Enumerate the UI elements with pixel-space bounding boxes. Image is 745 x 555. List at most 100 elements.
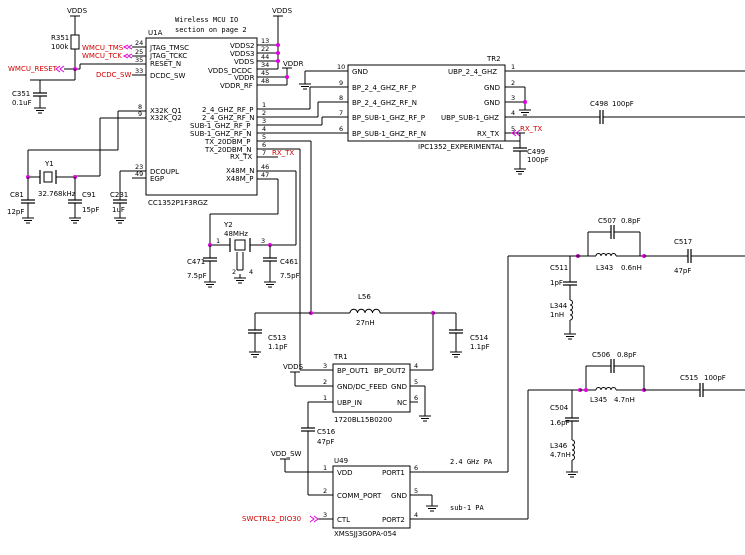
- vddr-label: VDDR: [283, 60, 304, 68]
- mcu-pin-name: EGP: [150, 175, 164, 183]
- vddr-rail: VDDR: [278, 60, 304, 86]
- mcu-pin-name: VDDR: [234, 74, 255, 82]
- label-sub1-pa: sub-1 PA: [450, 504, 485, 512]
- y2-value: 48MHz: [224, 230, 248, 238]
- tr2-pin-num: 6: [339, 125, 343, 133]
- c515-ref: C515: [680, 374, 698, 382]
- tr1-pin-name: NC: [397, 399, 407, 407]
- c517-value: 47pF: [674, 267, 691, 275]
- c81-value: 12pF: [7, 208, 24, 216]
- mcu-note-line1: Wireless MCU IO: [175, 16, 238, 24]
- mcu-pin-name: SUB-1_GHZ_RF_N: [190, 130, 251, 138]
- mcu-pin-name: VDDS: [234, 58, 255, 66]
- tr2-pin-name: BP_SUB-1_GHZ_RF_P: [352, 114, 425, 122]
- vdds-label-tr1: VDDS: [283, 363, 304, 371]
- match-24ghz: [507, 225, 745, 472]
- l344-ref: L344: [550, 302, 568, 310]
- tr1-vdds: VDDS: [283, 363, 318, 387]
- tr2-gnd-right: [518, 87, 532, 116]
- mcu-pin-name: TX_20DBM_N: [204, 146, 251, 154]
- net-rx-tx-tr2: RX_TX: [520, 125, 542, 133]
- c231-ref: C231: [110, 191, 128, 199]
- tr1-pin-name: GND/DC_FEED: [337, 383, 387, 391]
- tr1-part: 1720BL15B0200: [334, 416, 392, 424]
- tr2-part: IPC1352_EXPERIMENTAL: [418, 143, 503, 151]
- u49-part: XMSSJJ3G0PA-054: [334, 530, 397, 538]
- y1-value: 32.768kHz: [38, 190, 76, 198]
- mcu-pin-num: 9: [138, 110, 142, 118]
- u49-pin-num: 3: [323, 511, 327, 519]
- tr1-pin-num: 4: [414, 362, 418, 370]
- mcu-pin-num: 25: [135, 48, 143, 56]
- c516: C516 47pF: [301, 401, 336, 496]
- mcu-pin-num: 3: [262, 117, 266, 125]
- mcu-pin-num: 1: [262, 101, 266, 109]
- tr2-pin-name: GND: [352, 68, 368, 76]
- tr1-body: [332, 363, 411, 413]
- net-swctrl2: SWCTRL2_DIO30: [242, 515, 301, 523]
- c461-value: 7.5pF: [280, 272, 300, 280]
- c513-value: 1.1pF: [268, 343, 288, 351]
- u49-pin-name: VDD: [337, 469, 353, 477]
- c81-ref: C81: [10, 191, 24, 199]
- c514: C514 1.1pF: [433, 312, 490, 358]
- mcu-left-pins: 24 JTAG_TMSC 25 JTAG_TCKC 35 RESET_N 33 …: [118, 39, 189, 183]
- tr1-ref: TR1: [333, 353, 348, 361]
- mcu-pin-name: TX_20DBM_P: [204, 138, 250, 146]
- u49-pin-num: 2: [323, 487, 327, 495]
- mcu-pin-num: 5: [262, 133, 266, 141]
- l346-value: 4.7nH: [550, 451, 571, 459]
- u49-body: [332, 465, 411, 529]
- c513-ref: C513: [268, 334, 286, 342]
- mcu-pin-num: 46: [261, 163, 269, 171]
- mcu-pin-name: VDDR_RF: [220, 82, 253, 90]
- u49-pin-num: 4: [414, 511, 418, 519]
- l343-ref: L343: [596, 264, 613, 272]
- tr2-pin-num: 10: [337, 63, 345, 71]
- tr2-pin-num: 9: [339, 79, 343, 87]
- tr2-pin-name: GND: [484, 99, 500, 107]
- mcu-right-pins: VDDS2 13 VDDS3 22 VDDS 44 VDDS_DCDC 34 V…: [190, 37, 296, 183]
- c351-value: 0.1uF: [12, 99, 32, 107]
- r351-value: 100k: [51, 43, 69, 51]
- l343-value: 0.6nH: [621, 264, 642, 272]
- tr1-pin-num: 5: [414, 378, 418, 386]
- mcu-pin-num: 49: [135, 170, 143, 178]
- mcu-ref: U1A: [148, 29, 163, 37]
- mcu-pin-name: DCDC_SW: [150, 72, 185, 80]
- c499-ref: C499: [527, 148, 545, 156]
- y2-crystal: Y2 48MHz 1 3 2 4: [208, 171, 297, 284]
- tr2-pin-name: UBP_2_4_GHZ: [448, 68, 497, 76]
- c351: C351 0.1uF: [12, 69, 76, 114]
- mcu-part: CC1352P1F3RGZ: [148, 199, 208, 207]
- mcu-pin-name: VDDS2: [230, 42, 254, 50]
- c506-ref: C506: [592, 351, 611, 359]
- mcu-pin-num: 24: [135, 39, 143, 47]
- vdds-rail-mcu: VDDS: [272, 7, 293, 69]
- mcu-pin-name: X32K_Q1: [150, 107, 182, 115]
- c514-value: 1.1pF: [470, 343, 490, 351]
- u49-ref: U49: [334, 457, 348, 465]
- mcu-pin-name: 2_4_GHZ_RF_P: [202, 106, 254, 114]
- c499-value: 100pF: [527, 156, 549, 164]
- mcu-pin-name: RESET_N: [150, 60, 181, 68]
- c81: C81 12pF: [7, 177, 35, 224]
- mcu-pin-name: RX_TX: [230, 153, 252, 161]
- u49-pin-num: 5: [414, 487, 418, 495]
- c231-value: 1uF: [112, 206, 125, 214]
- c504-value: 1.6pF: [550, 419, 570, 427]
- c91-ref: C91: [82, 191, 96, 199]
- c461: C461 7.5pF: [263, 245, 300, 288]
- y1-crystal: Y1 32.768kHz: [26, 111, 119, 200]
- u49-pin-name: CTL: [337, 516, 350, 524]
- c504-ref: C504: [550, 404, 569, 412]
- net-wmcu-tms: WMCU_TMS: [82, 44, 124, 52]
- label-24ghz-pa: 2.4 GHz PA: [450, 458, 493, 466]
- tr2-rx-tx: RX_TX: [511, 125, 542, 137]
- mcu-pin-num: 23: [135, 163, 143, 171]
- tr1-pin-name: BP_OUT1: [337, 367, 369, 375]
- tr2-pin-num: 5: [511, 125, 515, 133]
- mcu-pin-num: 48: [261, 77, 269, 85]
- u49-gnd: [425, 495, 439, 512]
- mcu-pin-num: 13: [261, 37, 269, 45]
